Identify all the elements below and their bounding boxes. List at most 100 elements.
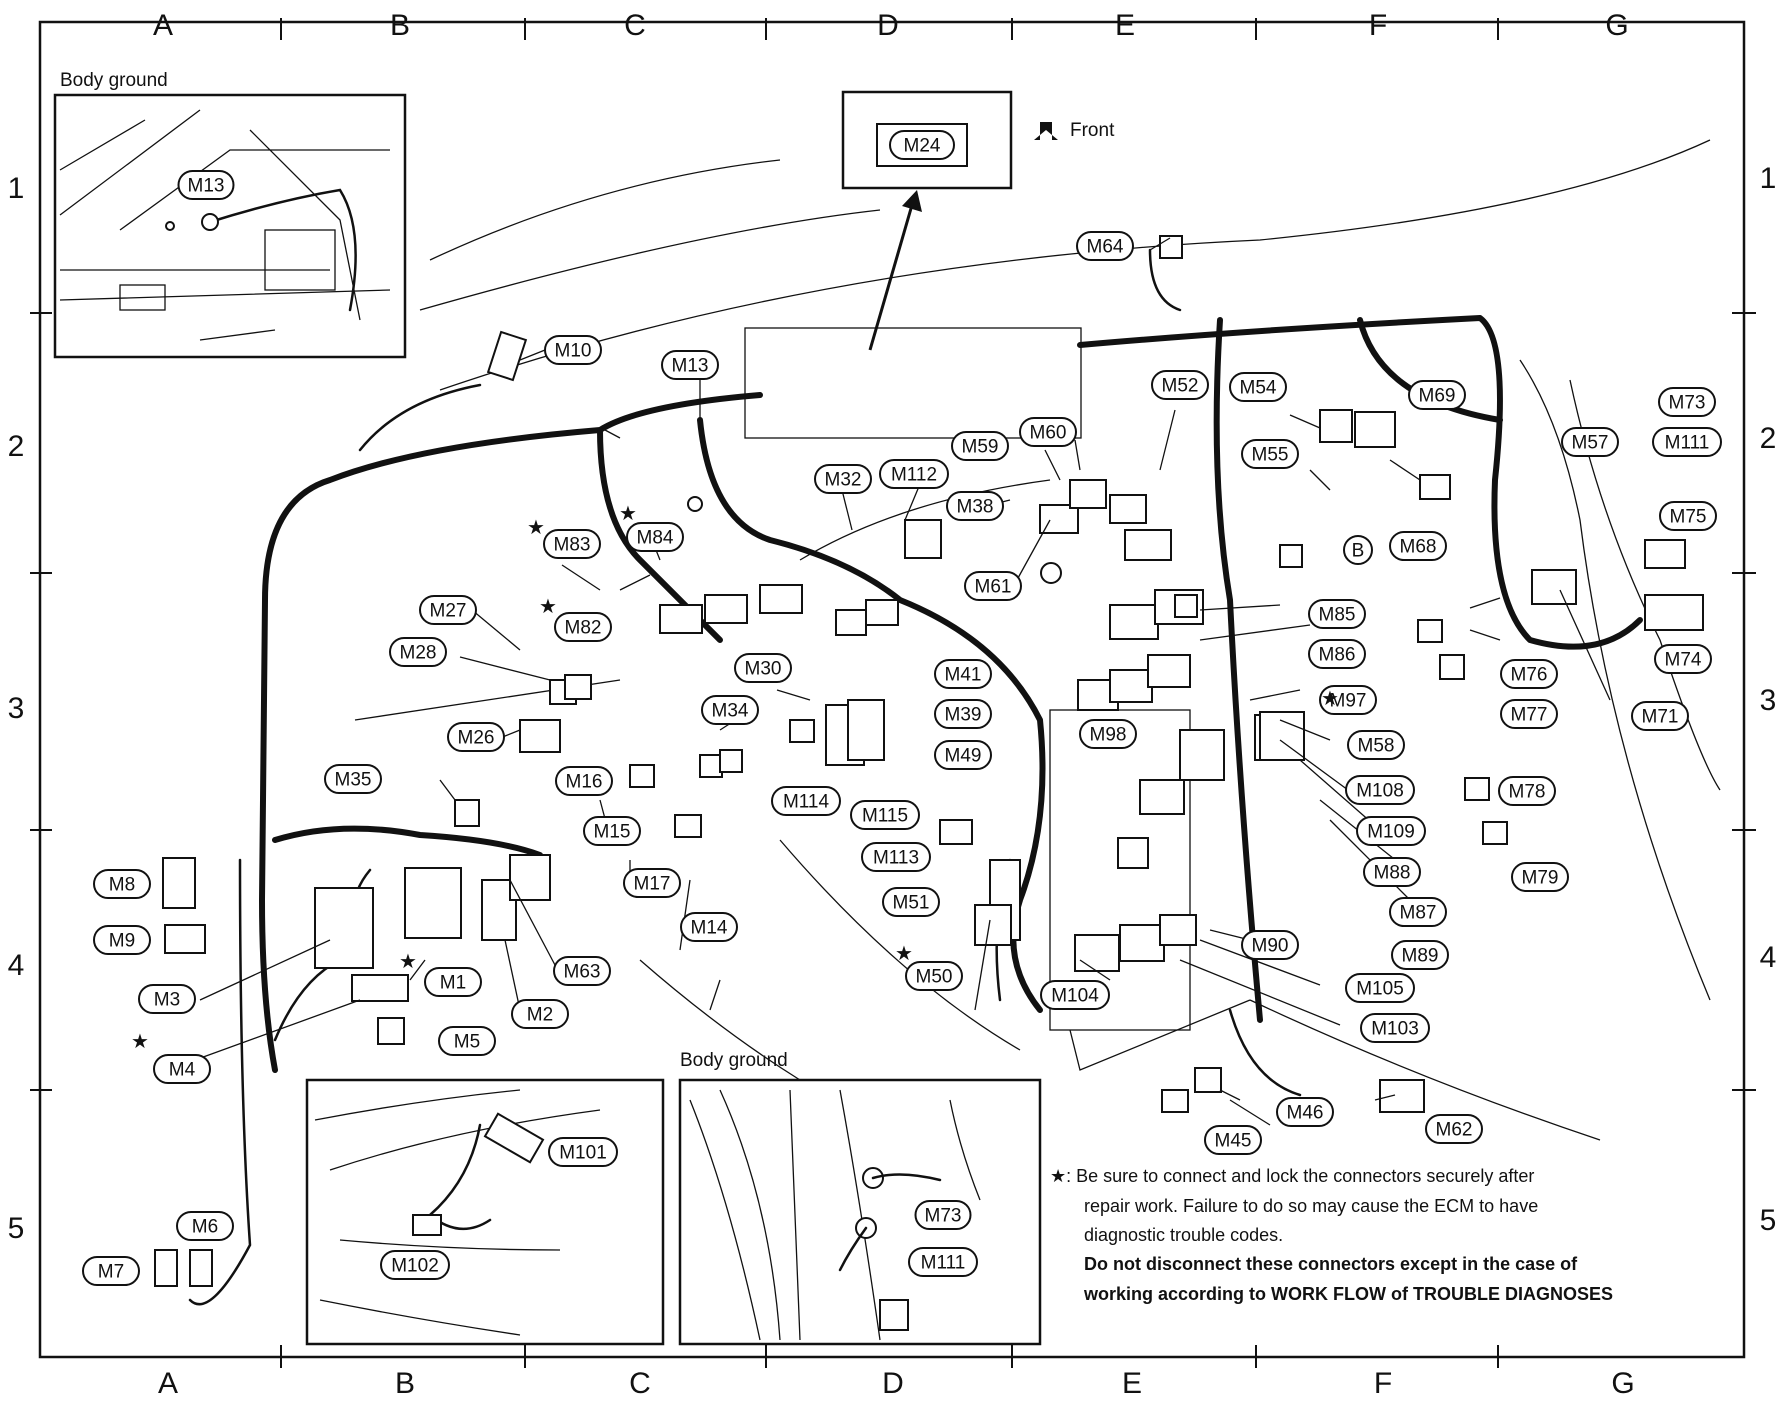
inset-callout: M102: [380, 1250, 450, 1280]
connector-label: M90: [1252, 936, 1289, 957]
callout-capsule: [1363, 857, 1421, 887]
connector-label: M112: [891, 465, 937, 486]
connector-callout: M17: [623, 868, 681, 898]
callout-capsule: [1498, 776, 1556, 806]
connector-label: M62: [1436, 1120, 1473, 1141]
callout-capsule: [424, 967, 482, 997]
connector-callout: M79: [1511, 862, 1569, 892]
connector-callout: M55: [1241, 439, 1299, 469]
connector-label: M2: [527, 1005, 553, 1026]
callout-capsule: [548, 1137, 618, 1167]
note-warning: Do not disconnect these connectors excep…: [1084, 1254, 1578, 1274]
connector-label: M75: [1670, 507, 1707, 528]
callout-capsule: [1391, 940, 1449, 970]
connector-label: M27: [430, 601, 467, 622]
callout-capsule: [882, 887, 940, 917]
connector-label: M26: [458, 728, 495, 749]
callout-capsule: [1389, 897, 1447, 927]
connector-callout: M54: [1229, 372, 1287, 402]
connector-callout: M10: [544, 335, 602, 365]
callout-capsule: [623, 868, 681, 898]
connector-callout: M35: [324, 764, 382, 794]
svg-text:★: ★: [1321, 688, 1339, 710]
callout-capsule: [1652, 427, 1722, 457]
callout-capsule: [1408, 380, 1466, 410]
col-letter: A: [153, 9, 173, 42]
row-number: 2: [1760, 422, 1777, 455]
inset-caption: Body ground: [60, 70, 168, 91]
connector-callout: M74: [1654, 644, 1712, 674]
callout-capsule: [680, 912, 738, 942]
col-letter: G: [1605, 9, 1628, 42]
callout-capsule: [138, 984, 196, 1014]
callout-capsule: [1345, 973, 1415, 1003]
connector-label: M59: [962, 437, 999, 458]
connector-label: M41: [945, 665, 982, 686]
connector-label: M84: [637, 528, 674, 549]
callout-capsule: [879, 459, 949, 489]
callout-capsule: [93, 869, 151, 899]
callout-capsule: [1241, 439, 1299, 469]
connector-callout: M46: [1276, 1097, 1334, 1127]
connector-label: M73: [925, 1206, 962, 1227]
connector-label: B: [1352, 541, 1365, 562]
callout-capsule: [176, 1211, 234, 1241]
column-ticks: [30, 18, 1756, 1368]
row-number: 1: [1760, 162, 1777, 195]
connector-label: M114: [783, 792, 830, 813]
connector-callout: M114: [771, 786, 841, 816]
callout-capsule: [1500, 699, 1558, 729]
connector-callout: M98: [1079, 719, 1137, 749]
connector-callout: M84: [626, 522, 684, 552]
callout-capsule: [661, 350, 719, 380]
connector-callout: M73: [1658, 387, 1716, 417]
svg-text:★: ★: [619, 503, 637, 525]
inset-caption: Body ground: [680, 1050, 788, 1071]
connector-callout: M108: [1345, 775, 1415, 805]
connector-callout: M109: [1356, 816, 1426, 846]
connector-label: M76: [1511, 665, 1548, 686]
connector-label: M82: [565, 618, 602, 639]
callout-capsule: [554, 612, 612, 642]
callout-capsule: [153, 1054, 211, 1084]
connector-label: M89: [1402, 946, 1439, 967]
row-number: 2: [8, 430, 25, 463]
connector-label: M17: [634, 874, 671, 895]
connector-callout: M3: [138, 984, 196, 1014]
connector-label: M111: [921, 1253, 966, 1274]
col-letter: D: [877, 9, 899, 42]
connector-label: M13: [672, 356, 709, 377]
connector-callout: M115: [850, 800, 920, 830]
connector-callout: M82: [554, 612, 612, 642]
callout-capsule: [583, 816, 641, 846]
connector-label: M6: [192, 1217, 218, 1238]
connector-callout: M38: [946, 491, 1004, 521]
connector-callout: M9: [93, 925, 151, 955]
callout-capsule: [82, 1256, 140, 1286]
connector-label: M64: [1087, 237, 1124, 258]
connector-label: M14: [691, 918, 728, 939]
connector-callout: M51: [882, 887, 940, 917]
connector-label: M73: [1669, 393, 1706, 414]
note-line: ★: Be sure to connect and lock the conne…: [1050, 1166, 1534, 1186]
callout-capsule: [908, 1247, 978, 1277]
connector-label: M101: [559, 1143, 607, 1164]
callout-capsule: [1360, 1013, 1430, 1043]
connector-callout: M112: [879, 459, 949, 489]
connector-callout: M76: [1500, 659, 1558, 689]
connector-callout: M64: [1076, 231, 1134, 261]
connector-label: M83: [554, 535, 591, 556]
connector-callout: M75: [1659, 501, 1717, 531]
callout-capsule: [1425, 1114, 1483, 1144]
callout-capsule: [1241, 930, 1299, 960]
connector-callout: M34: [701, 695, 759, 725]
connector-label: M9: [109, 931, 135, 952]
row-number: 4: [8, 949, 25, 982]
connector-callout: M68: [1389, 531, 1447, 561]
connector-label: M49: [945, 746, 982, 767]
note-warning: working according to WORK FLOW of TROUBL…: [1083, 1284, 1613, 1304]
callout-capsule: [964, 571, 1022, 601]
col-letter: F: [1369, 9, 1387, 42]
